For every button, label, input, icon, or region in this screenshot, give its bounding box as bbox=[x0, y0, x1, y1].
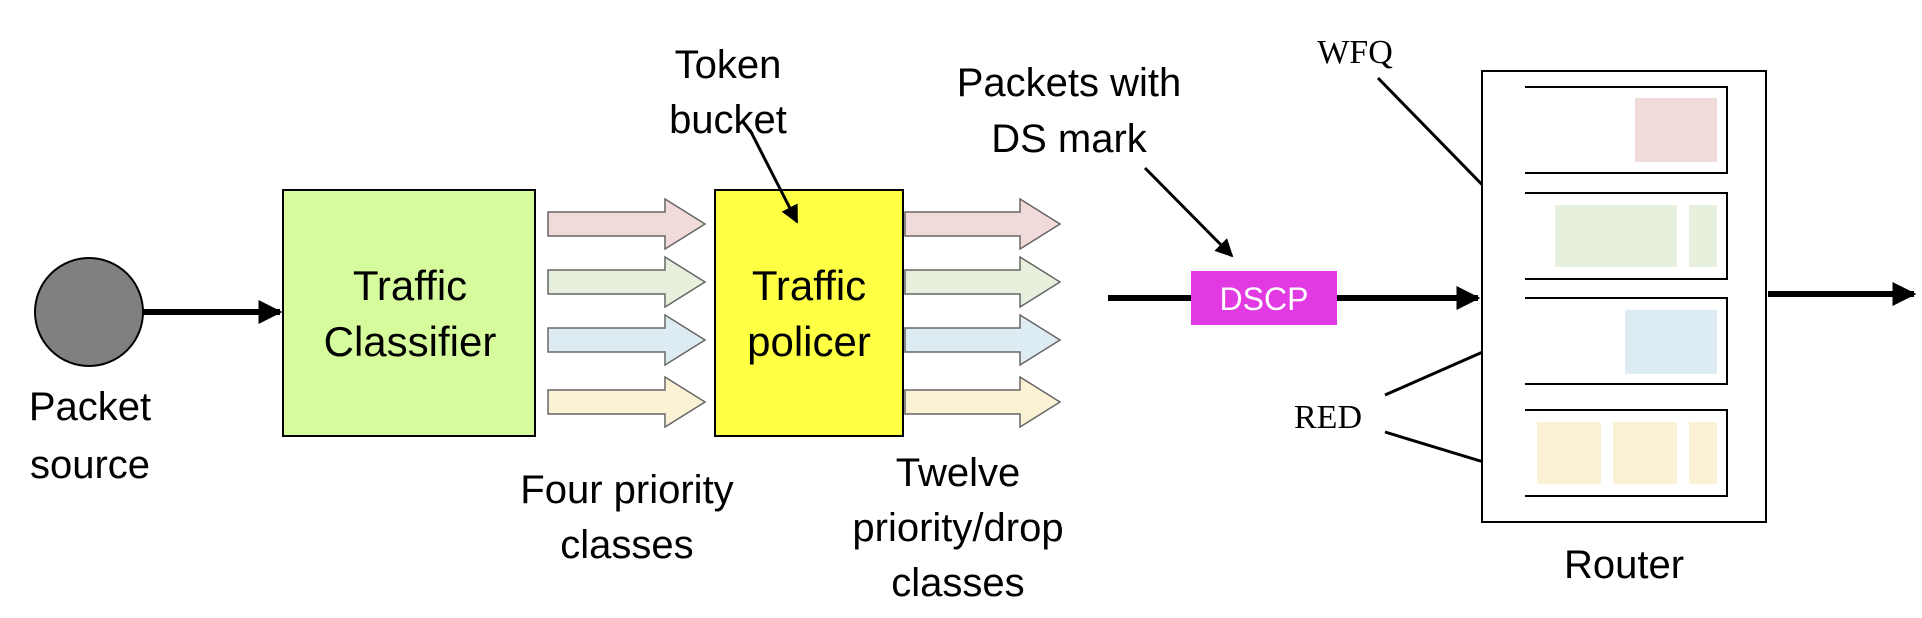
classifier-label-2: Classifier bbox=[324, 318, 497, 365]
class-arrow-1 bbox=[547, 197, 707, 251]
classifier-label-1: Traffic bbox=[353, 262, 467, 309]
twelve-classes-label-3: classes bbox=[891, 561, 1024, 605]
router-label: Router bbox=[1564, 543, 1684, 587]
token-label-2: bucket bbox=[669, 98, 787, 142]
queue-3-packet-1 bbox=[1625, 310, 1717, 374]
packet-source-node bbox=[34, 257, 144, 367]
output-arrow-4 bbox=[904, 375, 1062, 429]
ds-mark-label-2: DS mark bbox=[991, 117, 1148, 161]
queue-4-packet-2 bbox=[1613, 422, 1677, 484]
red-label: RED bbox=[1294, 399, 1362, 436]
output-arrow-2 bbox=[904, 255, 1062, 309]
router-queue-2 bbox=[1525, 192, 1728, 280]
ds-mark-arrow bbox=[1143, 166, 1234, 258]
wfq-arrow bbox=[1376, 76, 1502, 205]
queue-2-packet-1 bbox=[1555, 205, 1677, 267]
dscp-tag bbox=[1191, 271, 1337, 325]
twelve-classes-label-1: Twelve bbox=[896, 451, 1021, 495]
queue-4-packet-1 bbox=[1537, 422, 1601, 484]
token-bucket-arrow bbox=[748, 129, 799, 224]
router-queue-1 bbox=[1525, 86, 1728, 174]
router-queue-4 bbox=[1525, 409, 1728, 497]
router-queue-3 bbox=[1525, 297, 1728, 385]
packet-source-label-2: source bbox=[30, 443, 150, 487]
class-arrow-3 bbox=[547, 313, 707, 367]
dscp-label: DSCP bbox=[1220, 281, 1309, 317]
packet-source-label-1: Packet bbox=[29, 385, 151, 429]
ds-mark-label-1: Packets with bbox=[957, 61, 1182, 105]
output-arrow-3 bbox=[904, 313, 1062, 367]
queue-2-packet-2 bbox=[1689, 205, 1717, 267]
four-classes-label-2: classes bbox=[560, 523, 693, 567]
traffic-policer-box bbox=[714, 189, 904, 437]
queue-4-packet-3 bbox=[1689, 422, 1717, 484]
four-classes-label-1: Four priority bbox=[520, 468, 733, 512]
policer-label-2: policer bbox=[747, 318, 871, 365]
traffic-classifier-box bbox=[282, 189, 536, 437]
output-arrow-1 bbox=[904, 197, 1062, 251]
class-arrow-4 bbox=[547, 375, 707, 429]
token-label-1: Token bbox=[675, 43, 782, 87]
class-arrow-2 bbox=[547, 255, 707, 309]
wfq-label: WFQ bbox=[1317, 34, 1393, 71]
twelve-classes-label-2: priority/drop bbox=[852, 506, 1063, 550]
queue-1-packet-1 bbox=[1635, 98, 1717, 162]
policer-label-1: Traffic bbox=[752, 262, 866, 309]
